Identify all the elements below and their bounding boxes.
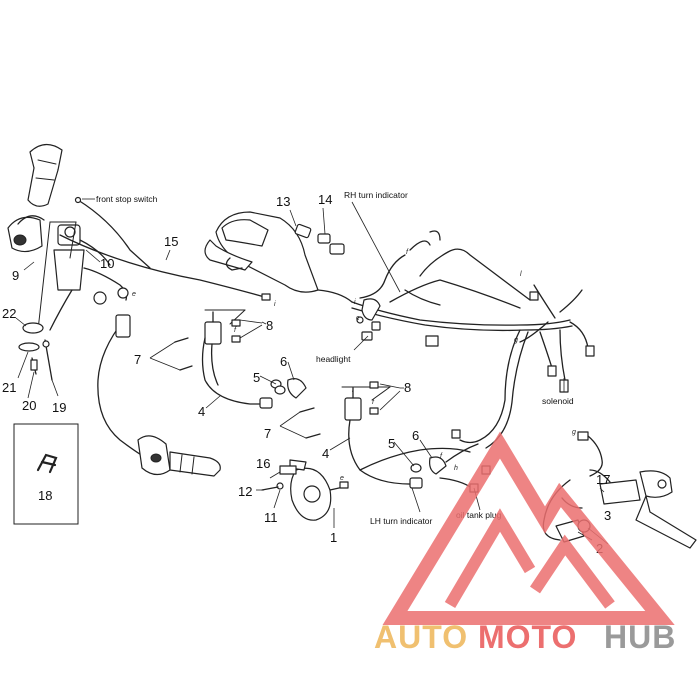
label-front-stop-switch: front stop switch: [96, 194, 158, 204]
conn-letter-e-2: e: [340, 475, 344, 482]
callout-20: 20: [22, 398, 36, 413]
callout-8b: 8: [404, 380, 411, 395]
conn-letter-c-1: c: [356, 315, 360, 322]
callout-9: 9: [12, 268, 19, 283]
watermark-hub: HUB: [604, 619, 676, 655]
small-fasteners: [18, 322, 53, 381]
inset-box-18: [13, 423, 79, 525]
callout-17: 17: [596, 472, 610, 487]
callout-13: 13: [276, 194, 290, 209]
horn-fasteners: [261, 465, 297, 491]
callout-15: 15: [164, 234, 178, 249]
leader-lines: [15, 201, 609, 545]
callout-5b: 5: [388, 436, 395, 451]
callout-4b: 4: [322, 446, 329, 461]
throttle-cable: [59, 234, 271, 301]
connector-letters: i e f f l i c g f f h e g i: [132, 249, 576, 482]
headlight-connectors: [356, 298, 381, 341]
callout-4a: 4: [198, 404, 205, 419]
callout-19: 19: [52, 400, 66, 415]
watermark-moto: MOTO: [478, 619, 577, 655]
side-stand: [635, 470, 697, 549]
bulb-13: [294, 223, 312, 239]
conn-letter-l-1: l: [520, 271, 522, 278]
relay-upper: [149, 309, 307, 409]
label-lh-turn-indicator: LH turn indicator: [370, 516, 433, 526]
callout-8a: 8: [266, 318, 273, 333]
left-grip: [27, 143, 63, 207]
conn-letter-f-2: f: [406, 249, 409, 256]
watermark-auto: AUTO: [374, 619, 468, 655]
callout-numbers: 1 2 3 4 4 5 5 6 6 7 7 8 8 9 10 11 12 13 …: [2, 192, 611, 556]
horn: [289, 459, 349, 528]
label-headlight: headlight: [316, 354, 351, 364]
watermark-text: AUTO MOTO HUB: [374, 619, 676, 655]
front-stop-switch-cable: [74, 196, 151, 269]
conn-letter-i-1: i: [274, 301, 276, 308]
conn-letter-g-2: g: [572, 429, 576, 436]
bulb-14: [317, 207, 345, 255]
conn-letter-f-4: f: [440, 453, 443, 460]
text-labels: front stop switch RH turn indicator head…: [96, 190, 574, 526]
right-grip-lower: [97, 314, 221, 477]
callout-7b: 7: [264, 426, 271, 441]
conn-letter-h-1: h: [454, 465, 458, 472]
label-solenoid: solenoid: [542, 396, 574, 406]
callout-3: 3: [604, 508, 611, 523]
conn-letter-f-3: f: [372, 399, 375, 406]
callout-6a: 6: [280, 354, 287, 369]
conn-letter-i-2: i: [354, 299, 356, 306]
callout-21: 21: [2, 380, 16, 395]
callout-7a: 7: [134, 352, 141, 367]
left-switch-housing: [7, 215, 45, 253]
instrument-cluster: [204, 211, 353, 303]
label-rh-turn-indicator: RH turn indicator: [344, 190, 408, 200]
callout-10: 10: [100, 256, 114, 271]
callout-11: 11: [264, 510, 278, 525]
conn-letter-f-1: f: [234, 327, 237, 334]
callout-22: 22: [2, 306, 16, 321]
mount-bracket: [37, 221, 77, 331]
callout-16: 16: [256, 456, 270, 471]
conn-letter-g-1: g: [514, 337, 518, 344]
callout-18: 18: [38, 488, 52, 503]
main-wiring-harness: [351, 230, 595, 449]
conn-letter-e-1: e: [132, 291, 136, 298]
callout-6b: 6: [412, 428, 419, 443]
label-oil-tank-plug: oil tank plug: [456, 510, 502, 520]
callout-14: 14: [318, 192, 332, 207]
watermark-logo: [382, 431, 675, 625]
conn-letter-i-3: i: [352, 387, 354, 394]
callout-12: 12: [238, 484, 252, 499]
callout-5a: 5: [253, 370, 260, 385]
callout-1: 1: [330, 530, 337, 545]
